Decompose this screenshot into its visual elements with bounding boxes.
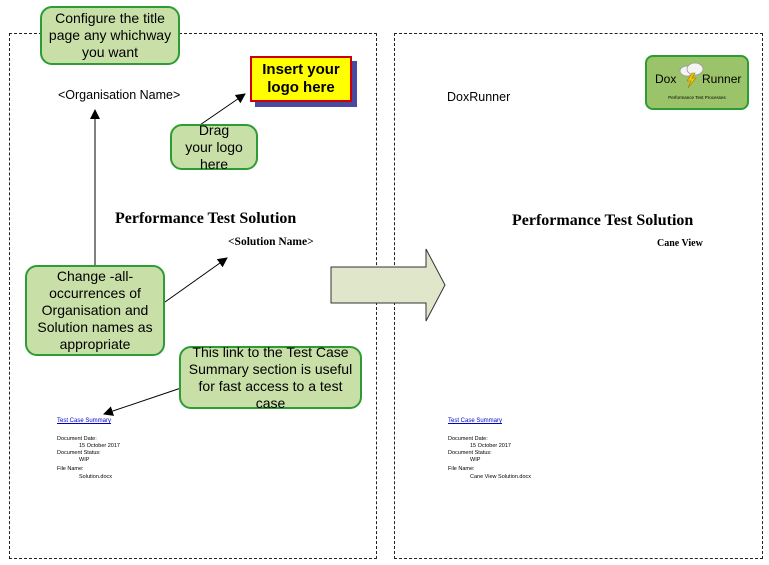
right-doc-date: 15 October 2017 [470,443,511,449]
logo-word-runner: Runner [702,72,742,86]
left-page-title: Performance Test Solution [115,210,297,227]
callout-drag-logo-text: Drag your logo here [185,121,243,172]
left-file-name-label: File Name: [57,466,84,472]
callout-drag-logo: Drag your logo here [170,121,258,172]
callout-link-note-text: This link to the Test Case Summary secti… [188,343,353,411]
arrow-to-logo [196,93,246,128]
logo-placeholder-text: Insert your logo here [262,61,340,96]
logo-tagline: Performance Test Processes [668,95,726,100]
storm-cloud-icon [679,62,704,89]
left-doc-date: 15 October 2017 [79,443,120,449]
org-name-placeholder: <Organisation Name> [58,88,181,102]
solution-name-placeholder: <Solution Name> [228,236,314,248]
logo-placeholder[interactable]: Insert your logo here [250,56,352,102]
test-case-summary-link[interactable]: Test Case Summary [57,418,112,424]
right-page-title: Performance Test Solution [512,212,694,229]
callout-configure-text: Configure the title page any whichway yo… [48,10,172,60]
left-doc-date-label: Document Date: [57,436,97,442]
left-doc-status: WIP [79,457,90,463]
right-test-case-summary-link[interactable]: Test Case Summary [448,418,503,424]
left-file-name: Solution.docx [79,474,113,480]
right-org-name: DoxRunner [447,90,511,104]
right-doc-date-label: Document Date: [448,436,488,442]
callout-change-names-text: Change -all- occurrences of Organisation… [37,268,153,352]
right-solution-name: Cane View [657,238,703,249]
right-page [394,33,763,559]
callout-link-note: This link to the Test Case Summary secti… [179,343,362,411]
arrow-to-solution-name [164,257,228,303]
right-file-name: Cane View Solution.docx [470,474,532,480]
callout-configure: Configure the title page any whichway yo… [40,6,180,65]
arrow-to-link [103,387,182,416]
right-doc-status: WIP [470,457,481,463]
callout-change-names: Change -all- occurrences of Organisation… [25,265,165,356]
left-doc-status-label: Document Status: [57,450,101,456]
logo-word-dox: Dox [655,72,677,86]
big-right-arrow [330,248,446,322]
right-doc-status-label: Document Status: [448,450,492,456]
right-file-name-label: File Name: [448,466,475,472]
doxrunner-logo: Dox Runner Performance Test Processes [645,55,749,110]
